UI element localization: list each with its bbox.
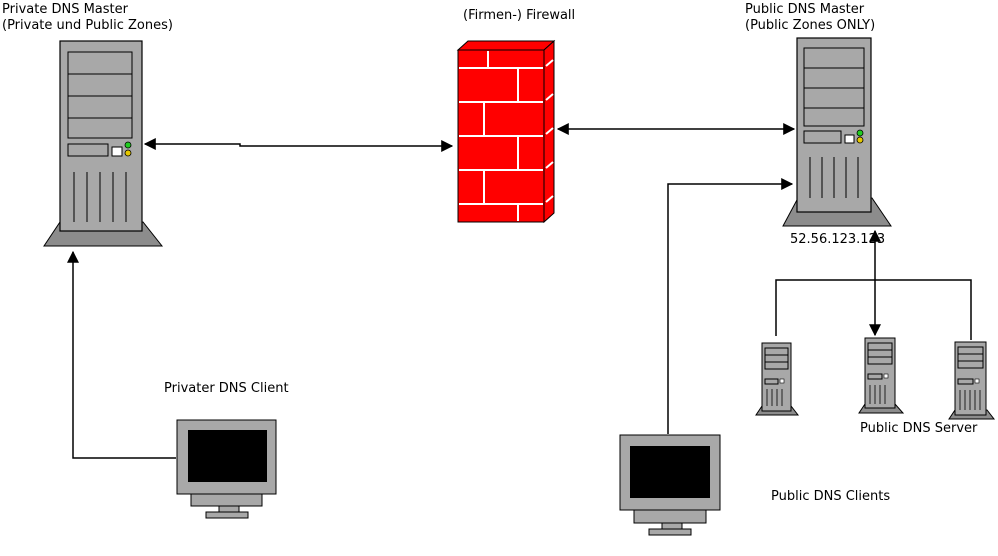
private-dns-master-server-icon — [43, 40, 164, 247]
link-private-master-firewall — [143, 138, 454, 152]
public-master-label-line1: Public DNS Master — [745, 2, 865, 17]
firewall-icon — [456, 39, 556, 224]
private-master-label-line1: Private DNS Master — [2, 2, 128, 17]
firewall-label: (Firmen-) Firewall — [463, 8, 576, 23]
link-public-client-public-master — [667, 178, 794, 434]
public-servers-label: Public DNS Server — [860, 421, 978, 436]
public-clients-label: Public DNS Clients — [771, 489, 891, 504]
public-dns-server-icon — [858, 337, 905, 414]
public-dns-server-icon — [755, 342, 800, 416]
public-servers-bus — [775, 279, 972, 340]
public-dns-master-server-icon — [782, 37, 892, 227]
public-client-monitor-icon — [619, 434, 721, 536]
private-master-label-line2: (Private und Public Zones) — [2, 18, 173, 33]
link-private-client-private-master — [67, 250, 176, 459]
private-client-label: Privater DNS Client — [164, 381, 289, 396]
public-master-label-line2: (Public Zones ONLY) — [745, 18, 876, 33]
public-dns-server-icon — [948, 341, 996, 420]
private-client-monitor-icon — [176, 419, 277, 519]
public-master-ip-label: 52.56.123.123 — [790, 232, 886, 247]
